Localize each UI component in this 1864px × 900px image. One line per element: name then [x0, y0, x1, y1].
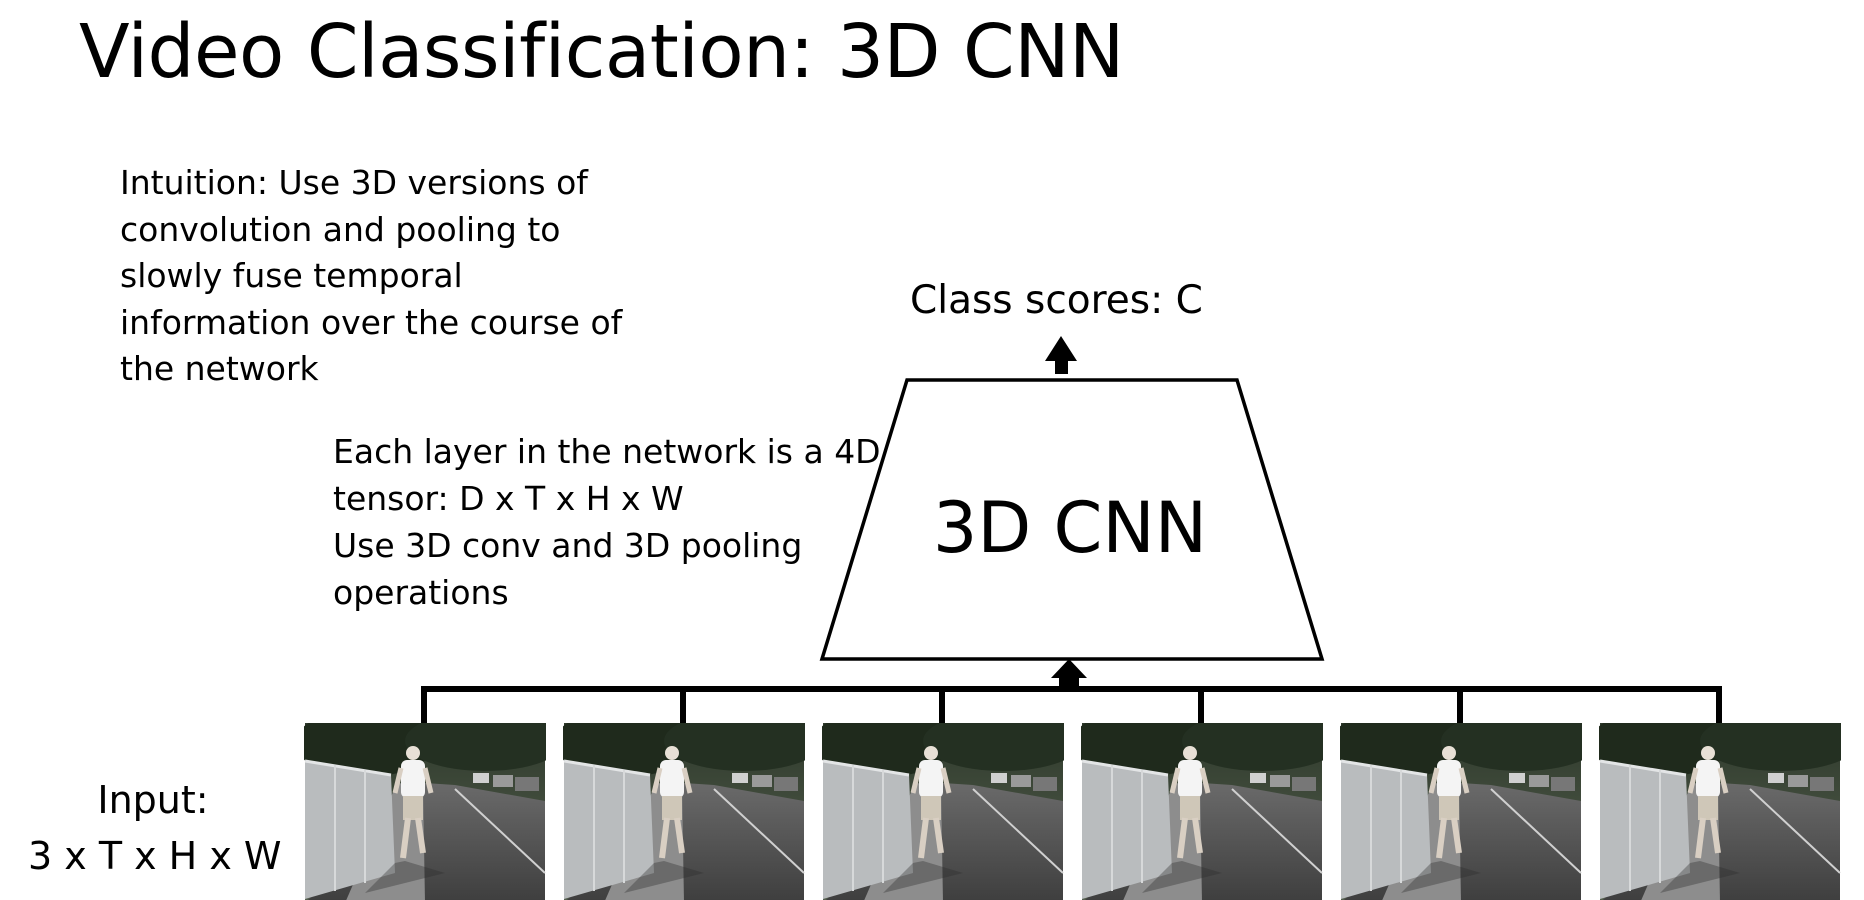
layer-note-line: tensor: D x T x H x W: [333, 479, 684, 518]
video-frame-1: [295, 709, 565, 900]
video-frame-6: [1590, 709, 1860, 900]
intuition-text: Intuition: Use 3D versions of convolutio…: [120, 160, 640, 393]
video-frame-4: [1072, 709, 1342, 900]
output-label: Class scores: C: [910, 278, 1203, 323]
layer-note-text: Each layer in the network is a 4D tensor…: [333, 428, 881, 616]
input-label: Input: 3 x T x H x W: [28, 772, 282, 884]
video-frame-3: [813, 709, 1083, 900]
video-frame-5: [1331, 709, 1601, 900]
input-label-line: 3 x T x H x W: [28, 834, 282, 878]
layer-note-line: Use 3D conv and 3D pooling: [333, 526, 803, 565]
input-label-line: Input:: [97, 778, 209, 822]
intuition-line: convolution and pooling to: [120, 209, 561, 249]
slide-title: Video Classification: 3D CNN: [79, 9, 1124, 95]
input-arrow-icon: [1051, 659, 1087, 686]
intuition-line: Intuition: Use 3D versions of: [120, 163, 588, 202]
layer-note-line: Each layer in the network is a 4D: [333, 432, 881, 471]
cnn-trapezoid: [819, 378, 1325, 661]
output-arrow-icon: [1045, 336, 1077, 374]
intuition-line: information over the course of: [120, 302, 623, 342]
intuition-line: the network: [120, 349, 319, 388]
network-label: 3D CNN: [932, 487, 1208, 569]
intuition-line: slowly fuse temporal: [120, 256, 463, 295]
video-frame-2: [554, 709, 824, 900]
layer-note-line: operations: [333, 573, 509, 612]
